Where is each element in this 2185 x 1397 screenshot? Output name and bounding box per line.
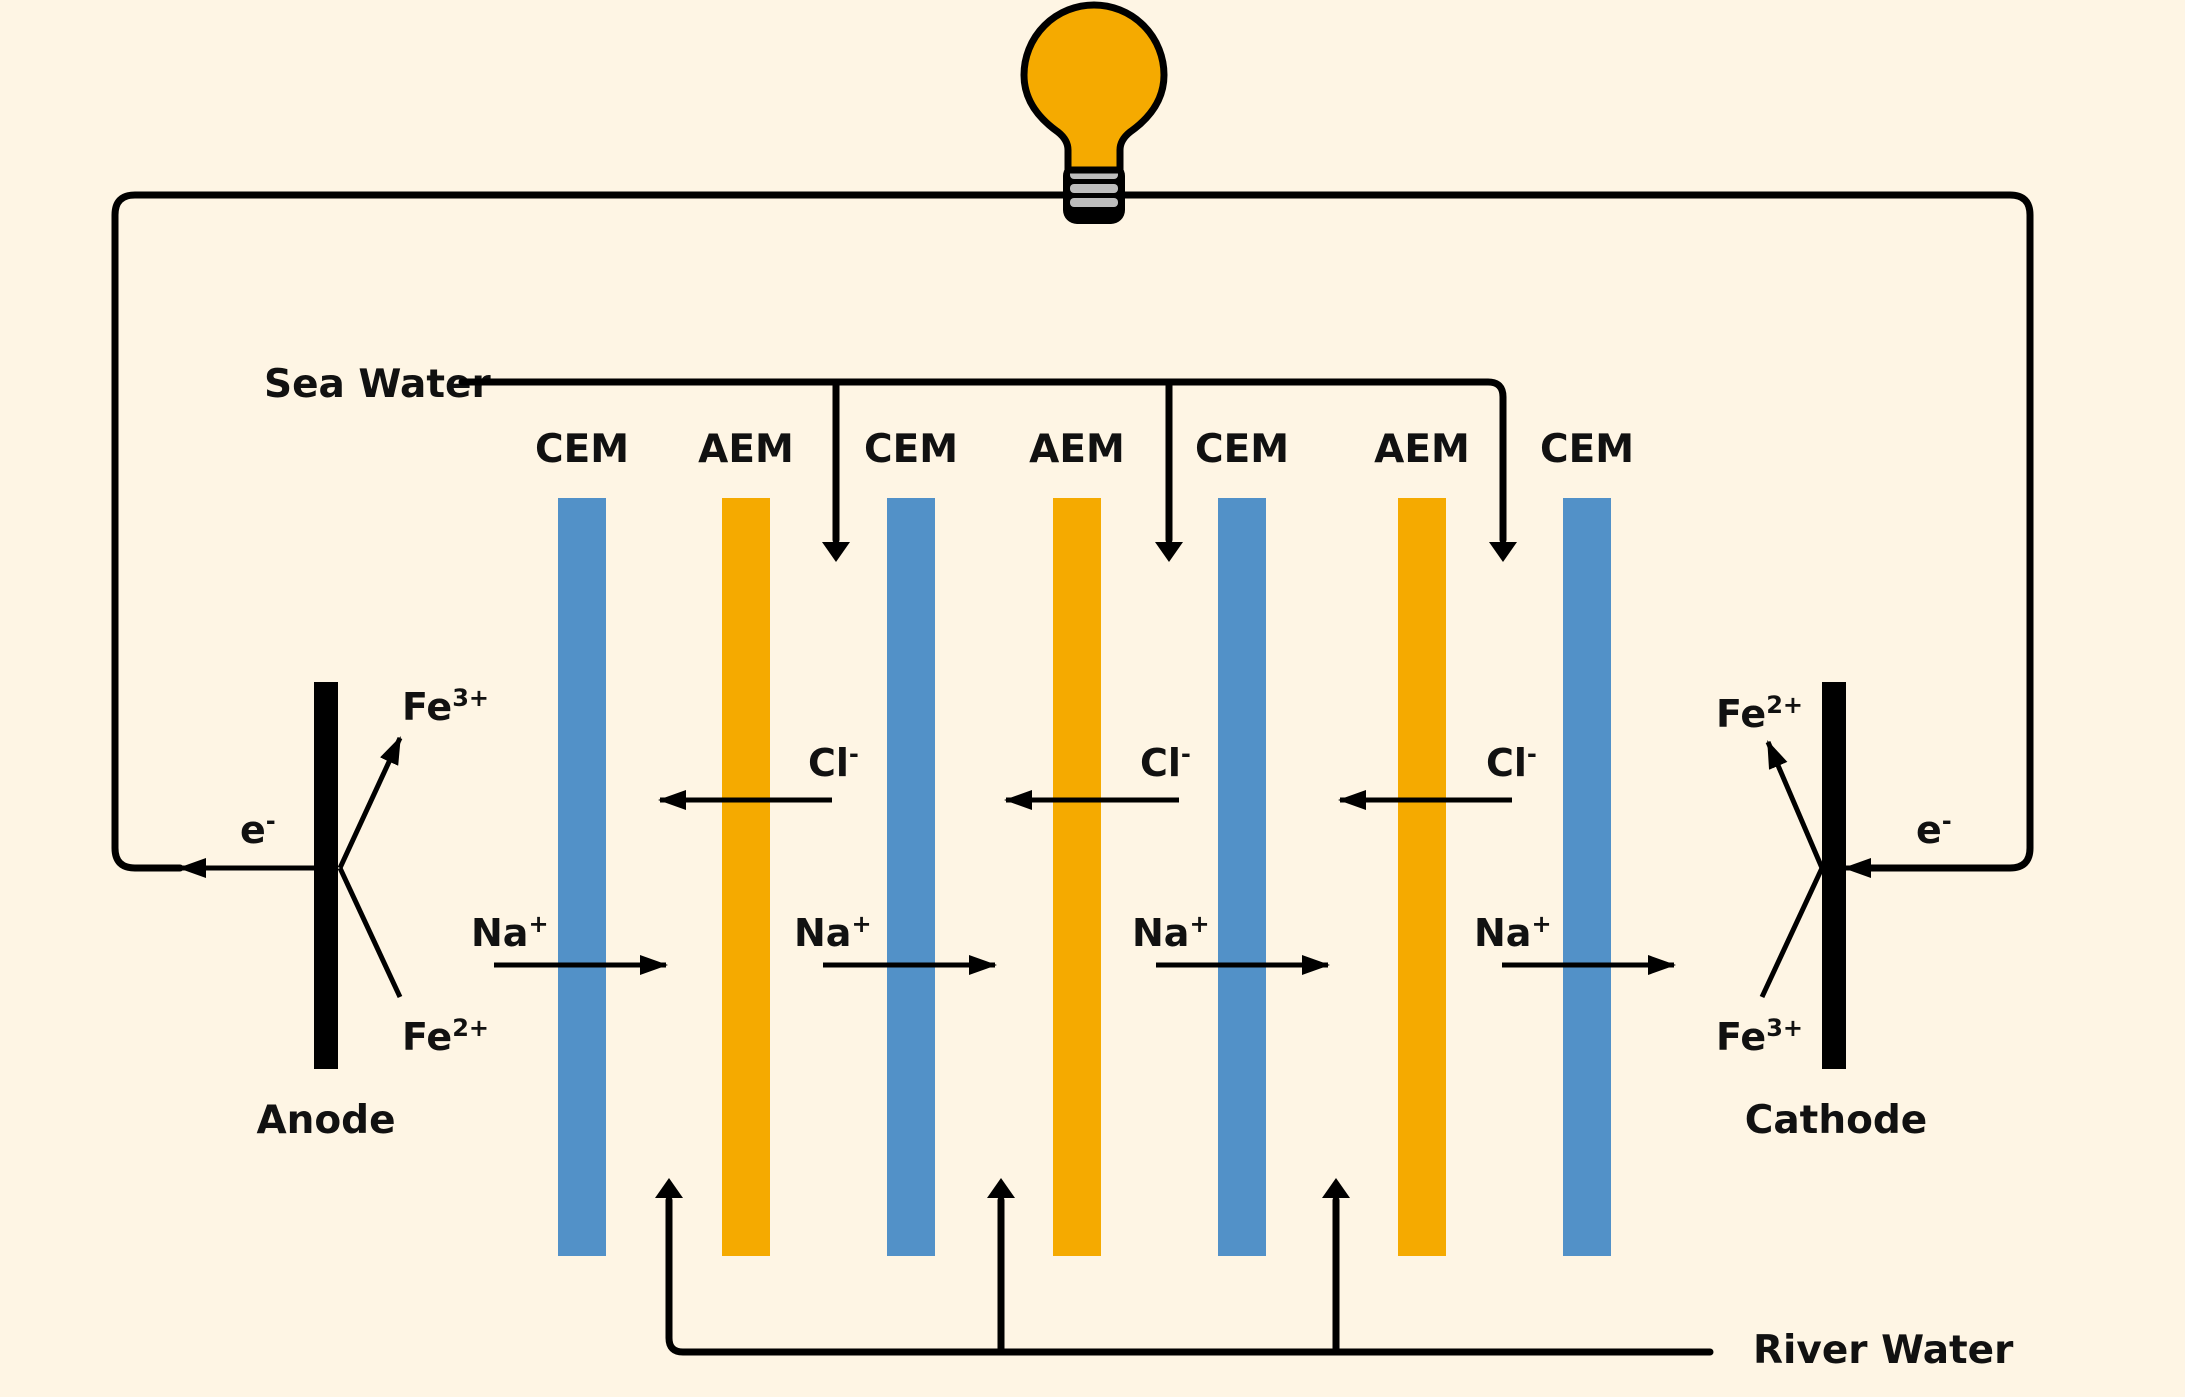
cathode-reactant-ion: Fe3+ bbox=[1716, 1014, 1803, 1059]
membrane-aem-6 bbox=[1398, 498, 1446, 1256]
anode-oxidation-arrow bbox=[337, 736, 403, 870]
cathode-electrode bbox=[1822, 682, 1846, 1069]
anode: Anode Fe3+ Fe2+ e- bbox=[240, 682, 489, 1143]
cathode-reactant-line bbox=[1759, 866, 1825, 999]
sea-water-manifold bbox=[458, 378, 1507, 544]
light-bulb-icon bbox=[1020, 1, 1168, 224]
membrane-cem-3 bbox=[887, 498, 935, 1256]
membrane-label-5: CEM bbox=[1195, 427, 1289, 472]
cathode-reduction-arrow bbox=[1765, 740, 1825, 869]
chloride-ion-label: Cl- bbox=[1486, 740, 1537, 785]
chloride-ion-label: Cl- bbox=[1140, 740, 1191, 785]
membrane-aem-2 bbox=[722, 498, 770, 1256]
sea-water-arrowhead-2 bbox=[1155, 542, 1183, 562]
anode-reactant-ion: Fe2+ bbox=[402, 1014, 489, 1059]
anode-electron-label: e- bbox=[240, 807, 276, 852]
membrane-label-3: CEM bbox=[864, 427, 958, 472]
anode-reactant-line bbox=[337, 866, 403, 999]
membrane-aem-4 bbox=[1053, 498, 1101, 1256]
sea-water-arrowhead-1 bbox=[822, 542, 850, 562]
river-water-arrowhead-3 bbox=[1322, 1178, 1350, 1198]
membrane-label-1: CEM bbox=[535, 427, 629, 472]
sodium-ion-label: Na+ bbox=[471, 910, 549, 955]
river-water-arrowhead-2 bbox=[987, 1178, 1015, 1198]
cathode-product-ion: Fe2+ bbox=[1716, 691, 1803, 736]
river-water-label: River Water bbox=[1753, 1328, 2014, 1373]
ion-arrows: Cl- Cl- Cl- Na+ Na+ Na+ Na+ bbox=[471, 740, 1676, 975]
cathode-electron-label: e- bbox=[1916, 807, 1952, 852]
membrane-cem-7 bbox=[1563, 498, 1611, 1256]
river-water-arrowhead-1 bbox=[655, 1178, 683, 1198]
membrane-stack: CEM AEM CEM AEM CEM AEM CEM bbox=[535, 427, 1634, 1256]
membrane-label-4: AEM bbox=[1029, 427, 1125, 472]
sodium-ion-label: Na+ bbox=[794, 910, 872, 955]
anode-electrode bbox=[314, 682, 338, 1069]
cathode-label: Cathode bbox=[1745, 1098, 1928, 1143]
sea-water-arrowhead-3 bbox=[1489, 542, 1517, 562]
anode-label: Anode bbox=[256, 1098, 395, 1143]
membrane-label-2: AEM bbox=[698, 427, 794, 472]
river-water-manifold bbox=[665, 1196, 1714, 1356]
sodium-ion-label: Na+ bbox=[1132, 910, 1210, 955]
sodium-ion-label: Na+ bbox=[1474, 910, 1552, 955]
membrane-label-6: AEM bbox=[1374, 427, 1470, 472]
anode-product-ion: Fe3+ bbox=[402, 684, 489, 729]
membrane-cem-5 bbox=[1218, 498, 1266, 1256]
chloride-ion-label: Cl- bbox=[808, 740, 859, 785]
sea-water-label: Sea Water bbox=[264, 362, 491, 407]
membrane-label-7: CEM bbox=[1540, 427, 1634, 472]
cathode: Cathode Fe2+ Fe3+ e- bbox=[1716, 682, 1952, 1143]
membrane-cem-1 bbox=[558, 498, 606, 1256]
